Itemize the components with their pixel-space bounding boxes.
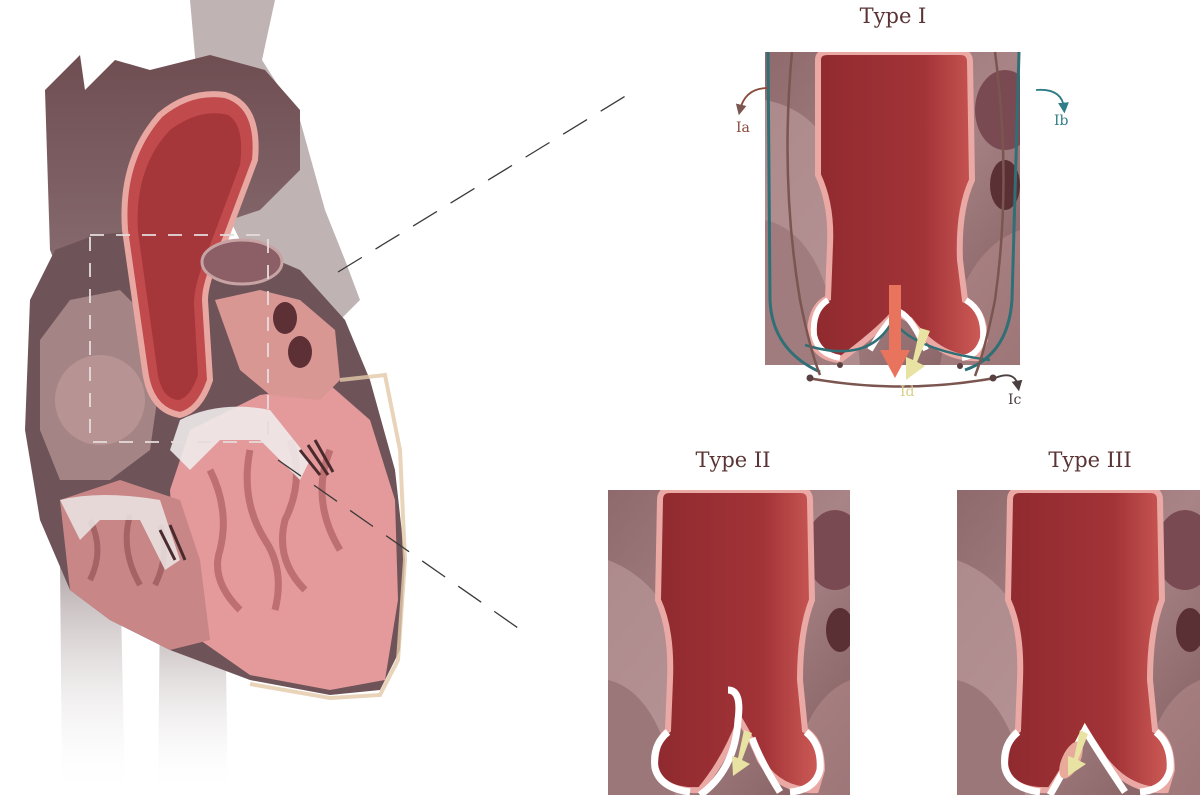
focus-box (89, 234, 269, 443)
node-mid-left (837, 362, 843, 368)
teal-line-left (766, 51, 821, 374)
panel-title-type-1: Type I (859, 4, 927, 28)
arrow-orange (880, 285, 910, 378)
label-id: Id (900, 384, 915, 400)
stent-edge-left-2 (651, 729, 691, 795)
trabeculae (206, 438, 344, 613)
arrow-type-2 (732, 730, 752, 776)
panel-title-type-3: Type III (1048, 448, 1132, 472)
stent-edge-right-1 (961, 297, 987, 361)
stent-center-2 (697, 686, 743, 795)
chordae (158, 439, 335, 561)
zoom-line-top (337, 91, 633, 273)
stent-edge-right-2 (789, 729, 824, 795)
zoom-lines (277, 91, 633, 629)
heart-illustration (25, 0, 408, 795)
left-atrium (215, 290, 340, 400)
aortic-lumen (137, 113, 242, 400)
label-ib: Ib (1054, 113, 1069, 129)
epicardium-rim (249, 372, 408, 701)
brown-line-right (973, 51, 1005, 377)
stent-edge-right-3 (1139, 729, 1174, 795)
arrow-type-3 (1068, 730, 1088, 776)
pulmonary-vein-2 (288, 336, 312, 368)
arrow-ic (994, 374, 1023, 392)
brown-line-base (807, 376, 996, 388)
label-ic: Ic (1008, 392, 1022, 408)
teal-line-right (964, 51, 1021, 372)
panel-type-3 (957, 490, 1200, 795)
arrow-ib (1035, 88, 1069, 114)
panel-type-1 (735, 51, 1069, 392)
panel-title-type-2: Type II (695, 448, 771, 472)
node-left (806, 374, 814, 382)
pulmonary-vein-1 (273, 302, 297, 334)
arrow-yellow (906, 328, 930, 380)
node-mid-right (957, 363, 963, 369)
panel-type-2 (608, 490, 850, 795)
pulmonary-artery (200, 238, 284, 286)
zoom-line-bottom (277, 459, 519, 629)
label-ia: Ia (736, 120, 750, 136)
stent-edge-left-1 (810, 297, 841, 361)
atrium-chamber (55, 355, 145, 445)
arrow-ia (735, 87, 769, 116)
stent-edge-left-3 (1001, 729, 1041, 795)
node-right (989, 374, 997, 382)
mitral-valve (170, 406, 310, 480)
brown-line-left (786, 51, 822, 376)
stent-center-2b (748, 736, 783, 794)
tricuspid-valve (60, 495, 180, 570)
